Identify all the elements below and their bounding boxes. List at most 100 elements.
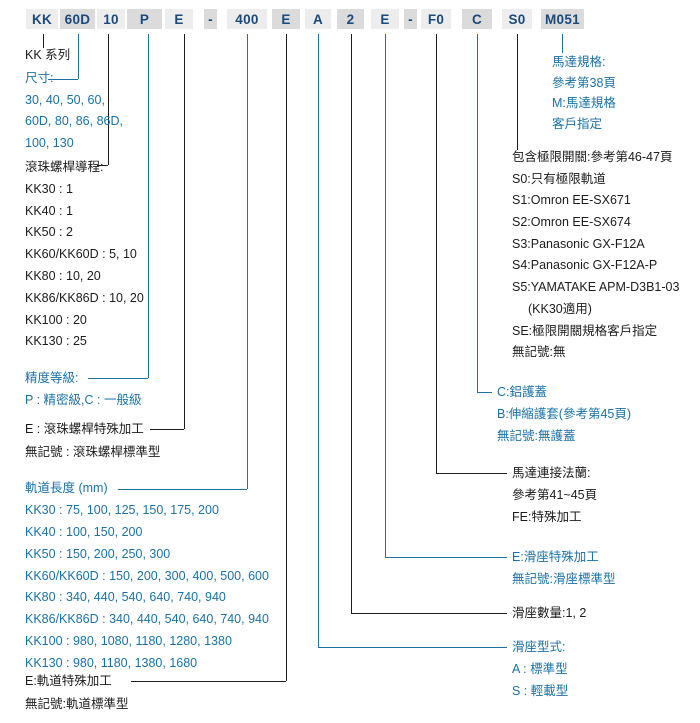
connector-vline	[247, 34, 248, 489]
annotation-line: KK60/KK60D : 5, 10	[25, 247, 137, 262]
code-segment-KK: KK	[26, 9, 58, 29]
annotation-line: KK40 : 100, 150, 200	[25, 524, 143, 539]
connector-vline	[43, 34, 44, 48]
code-segment-E: E	[371, 9, 399, 29]
connector-hline	[131, 681, 286, 682]
connector-hline	[436, 473, 507, 474]
annotation-line: 軌道長度 (mm)	[25, 481, 108, 495]
code-segment-F0: F0	[421, 9, 451, 29]
connector-vline	[477, 34, 478, 392]
annotation-line: 無記號:無護蓋	[497, 429, 576, 443]
annotation-line: E : 滾珠螺桿特殊加工	[25, 422, 144, 436]
code-segment-E: E	[165, 9, 193, 29]
annotation-line: KK100 : 20	[25, 312, 87, 327]
annotation-line: KK50 : 150, 200, 250, 300	[25, 546, 171, 561]
connector-hline	[385, 557, 507, 558]
annotation-line: S : 輕載型	[512, 684, 569, 698]
annotation-line: 馬達連接法蘭:	[512, 466, 591, 480]
annotation-line: M:馬達規格	[552, 96, 616, 110]
annotation-line: KK130 : 980, 1180, 1380, 1680	[25, 656, 198, 671]
annotation-line: KK 系列	[25, 48, 71, 62]
annotation-line: KK80 : 10, 20	[25, 268, 101, 283]
annotation-section-screw-special: E : 滾珠螺桿特殊加工無記號 : 滾珠螺桿標準型	[25, 418, 160, 463]
annotation-section-accuracy: 精度等級: P : 精密級,C : 一般級	[25, 367, 141, 411]
annotation-line: KK100 : 980, 1080, 1180, 1280, 1380	[25, 634, 232, 649]
annotation-line: C:鋁護蓋	[497, 385, 548, 399]
annotation-line: KK86/KK86D : 340, 440, 540, 640, 740, 94…	[25, 612, 269, 627]
annotation-line: 客戶指定	[552, 116, 603, 131]
annotation-line: 100, 130	[25, 135, 74, 150]
annotation-line: (KK30適用)	[528, 301, 592, 316]
annotation-line: KK130 : 25	[25, 334, 87, 349]
code-segment-2: 2	[337, 9, 364, 29]
annotation-line: 精度等級:	[25, 371, 79, 385]
annotation-line: SE:極限開關規格客戶指定	[512, 323, 658, 338]
annotation-line: 參考第38頁	[552, 75, 616, 90]
connector-hline	[48, 79, 78, 80]
code-segment-A: A	[305, 9, 331, 29]
annotation-section-size: 尺寸: 30, 40, 50, 60, 60D, 80, 86, 86D, 100, …	[25, 68, 123, 154]
code-segment-E: E	[272, 9, 300, 29]
connector-hline	[318, 647, 507, 648]
connector-hline	[118, 489, 247, 490]
annotation-line: KK30 : 75, 100, 125, 150, 175, 200	[25, 502, 219, 517]
connector-hline	[97, 165, 108, 166]
connector-vline	[148, 34, 149, 378]
code-segment-dash-5: -	[204, 9, 217, 29]
annotation-line: 無記號:無	[512, 345, 566, 360]
connector-vline	[562, 34, 563, 53]
annotation-section-rail-special: E:軌道特殊加工無記號:軌道標準型	[25, 670, 128, 716]
annotation-line: KK50 : 2	[25, 225, 73, 240]
code-segment-60D: 60D	[60, 9, 95, 29]
code-segment-10: 10	[97, 9, 125, 29]
annotation-line: 滑座數量:1, 2	[512, 606, 587, 620]
annotation-line: 60D, 80, 86, 86D,	[25, 114, 123, 128]
annotation-line: E:軌道特殊加工	[25, 674, 112, 688]
annotation-line: 無記號:軌道標準型	[25, 697, 129, 711]
annotation-line: 尺寸:	[25, 71, 54, 85]
annotation-section-motor-flange: 馬達連接法蘭: 參考第41~45頁 FE:特殊加工	[512, 462, 597, 528]
annotation-line: A : 標準型	[512, 662, 568, 676]
code-segment-400: 400	[227, 9, 267, 29]
annotation-line: 馬達規格:	[552, 55, 606, 69]
connector-vline	[385, 34, 386, 557]
connector-vline	[286, 34, 287, 681]
code-segment-P: P	[127, 9, 162, 29]
annotation-line: P : 精密級,C : 一般級	[25, 393, 142, 407]
code-segment-M051: M051	[541, 9, 584, 29]
annotation-section-rail-length: 軌道長度 (mm) KK30 : 75, 100, 125, 150, 175, …	[25, 478, 269, 675]
annotation-line: KK60/KK60D : 150, 200, 300, 400, 500, 60…	[25, 568, 269, 583]
annotation-line: S4:Panasonic GX-F12A-P	[512, 258, 658, 273]
annotation-line: KK30 : 1	[25, 181, 73, 196]
annotation-section-series: KK 系列	[25, 44, 70, 66]
connector-vline	[108, 34, 109, 165]
connector-hline	[351, 613, 507, 614]
annotation-line: KK80 : 340, 440, 540, 640, 740, 940	[25, 590, 226, 605]
annotation-section-cover: C:鋁護蓋 B:伸縮護套(參考第45頁) 無記號:無護蓋	[497, 381, 631, 447]
annotation-line: B:伸縮護套(參考第45頁)	[497, 407, 632, 421]
connector-vline	[78, 34, 79, 79]
code-segment-S0: S0	[502, 9, 532, 29]
annotation-section-limit-switch: 包含極限開關:參考第46-47頁 S0:只有極限軌道 S1:Omron EE-SX6…	[512, 147, 679, 364]
connector-vline	[351, 34, 352, 613]
annotation-line: FE:特殊加工	[512, 510, 582, 524]
annotation-line: S5:YAMATAKE APM-D3B1-03	[512, 280, 680, 295]
annotation-line: 無記號:滑座標準型	[512, 572, 616, 586]
annotation-line: 30, 40, 50, 60,	[25, 92, 105, 107]
annotation-line: S1:Omron EE-SX671	[512, 193, 631, 208]
annotation-line: E:滑座特殊加工	[512, 550, 599, 564]
annotation-section-slider-count: 滑座數量:1, 2	[512, 602, 586, 624]
annotation-line: 無記號 : 滾珠螺桿標準型	[25, 444, 161, 459]
annotation-line: S3:Panasonic GX-F12A	[512, 236, 645, 251]
connector-vline	[318, 34, 319, 647]
annotation-line: KK40 : 1	[25, 203, 73, 218]
annotation-line: S0:只有極限軌道	[512, 171, 606, 186]
connector-hline	[150, 429, 184, 430]
annotation-line: 參考第41~45頁	[512, 488, 598, 502]
annotation-section-slider-special: E:滑座特殊加工無記號:滑座標準型	[512, 546, 615, 590]
annotation-line: S2:Omron EE-SX674	[512, 215, 631, 230]
annotation-line: 包含極限開關:參考第46-47頁	[512, 150, 673, 164]
